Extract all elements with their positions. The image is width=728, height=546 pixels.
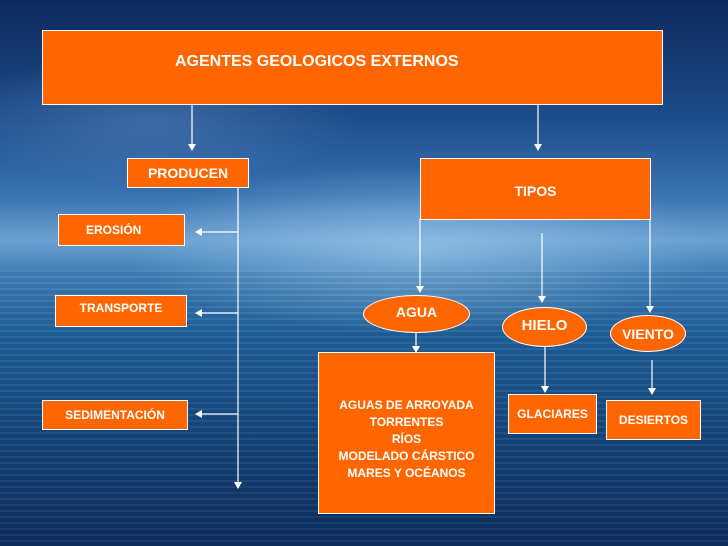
sedimentation-box: SEDIMENTACIÓN [42, 400, 188, 430]
glaciers-box: GLACIARES [508, 394, 597, 434]
types-label: TIPOS [514, 183, 557, 199]
transport-box: TRANSPORTE [55, 295, 187, 327]
ice-label: HIELO [521, 316, 568, 334]
deserts-box: DESIERTOS [606, 400, 701, 440]
erosion-box: EROSIÓN [58, 214, 185, 246]
ice-node: HIELO [502, 307, 587, 347]
wind-label: VIENTO [622, 325, 674, 342]
wind-node: VIENTO [610, 315, 686, 352]
water-form-item: TORRENTES [369, 414, 444, 429]
sedimentation-label: SEDIMENTACIÓN [65, 408, 165, 422]
water-form-item: RÍOS [391, 431, 422, 446]
water-form-item: AGUAS DE ARROYADA [339, 397, 474, 412]
transport-label: TRANSPORTE [79, 301, 163, 315]
title-box: AGENTES GEOLOGICOS EXTERNOS [42, 30, 663, 105]
water-node: AGUA [363, 295, 470, 333]
water-form-item: MARES Y OCÉANOS [347, 465, 466, 480]
water-forms-box: AGUAS DE ARROYADA TORRENTES RÍOS MODELAD… [318, 352, 495, 514]
produce-label: PRODUCEN [147, 165, 229, 181]
title-text: AGENTES GEOLOGICOS EXTERNOS [175, 52, 459, 70]
glaciers-label: GLACIARES [517, 407, 588, 421]
erosion-label: EROSIÓN [86, 223, 142, 237]
types-box: TIPOS [420, 158, 651, 220]
produce-box: PRODUCEN [127, 158, 249, 188]
water-label: AGUA [395, 304, 438, 320]
water-form-item: MODELADO CÁRSTICO [338, 448, 475, 463]
deserts-label: DESIERTOS [618, 413, 689, 427]
